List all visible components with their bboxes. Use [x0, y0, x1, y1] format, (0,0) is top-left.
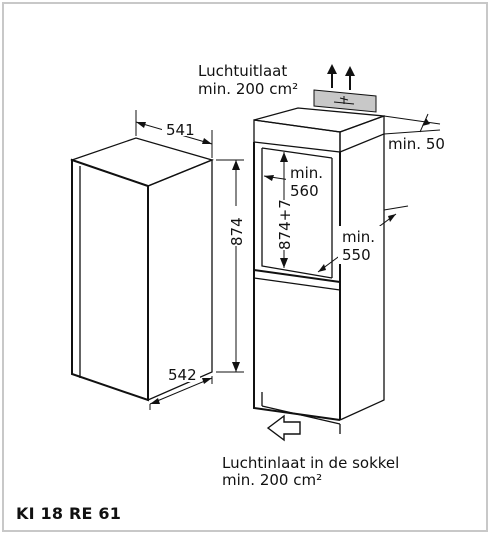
width-label: 541 [166, 121, 195, 139]
niche-depth-label-line1: min. [342, 228, 375, 246]
model-number: KI 18 RE 61 [16, 504, 122, 523]
depth-label-bg [166, 364, 200, 382]
gap-label: min. 50 [388, 135, 445, 153]
height-label-bg [226, 206, 244, 246]
height-dimension [216, 159, 244, 373]
niche-width-label-bg [286, 164, 330, 200]
niche-height-label-bg [274, 200, 292, 250]
niche-depth-label-bg [338, 226, 382, 264]
appliance-drawing [69, 137, 214, 402]
depth-dimension [149, 376, 213, 410]
depth-label: 542 [168, 366, 197, 384]
niche-width-label-line2: 560 [290, 182, 319, 200]
air-outlet-vent [313, 89, 377, 113]
niche-width-label-line1: min. [290, 164, 323, 182]
width-label-bg [162, 120, 196, 136]
height-label: 874 [228, 217, 246, 246]
air-outlet-label-line2: min. 200 cm² [198, 80, 298, 98]
diagram-frame [2, 2, 488, 532]
niche-depth-label-line2: 550 [342, 246, 371, 264]
air-inlet-label-line2: min. 200 cm² [222, 471, 322, 489]
air-inlet-label-line1: Luchtinlaat in de sokkel [222, 454, 399, 472]
air-inlet-arrow [266, 414, 301, 442]
gap-dimension [383, 113, 441, 135]
air-outlet-arrows [327, 64, 355, 90]
air-outlet-label-line1: Luchtuitlaat [198, 62, 287, 80]
niche-height-label: 874+7 [276, 199, 294, 250]
